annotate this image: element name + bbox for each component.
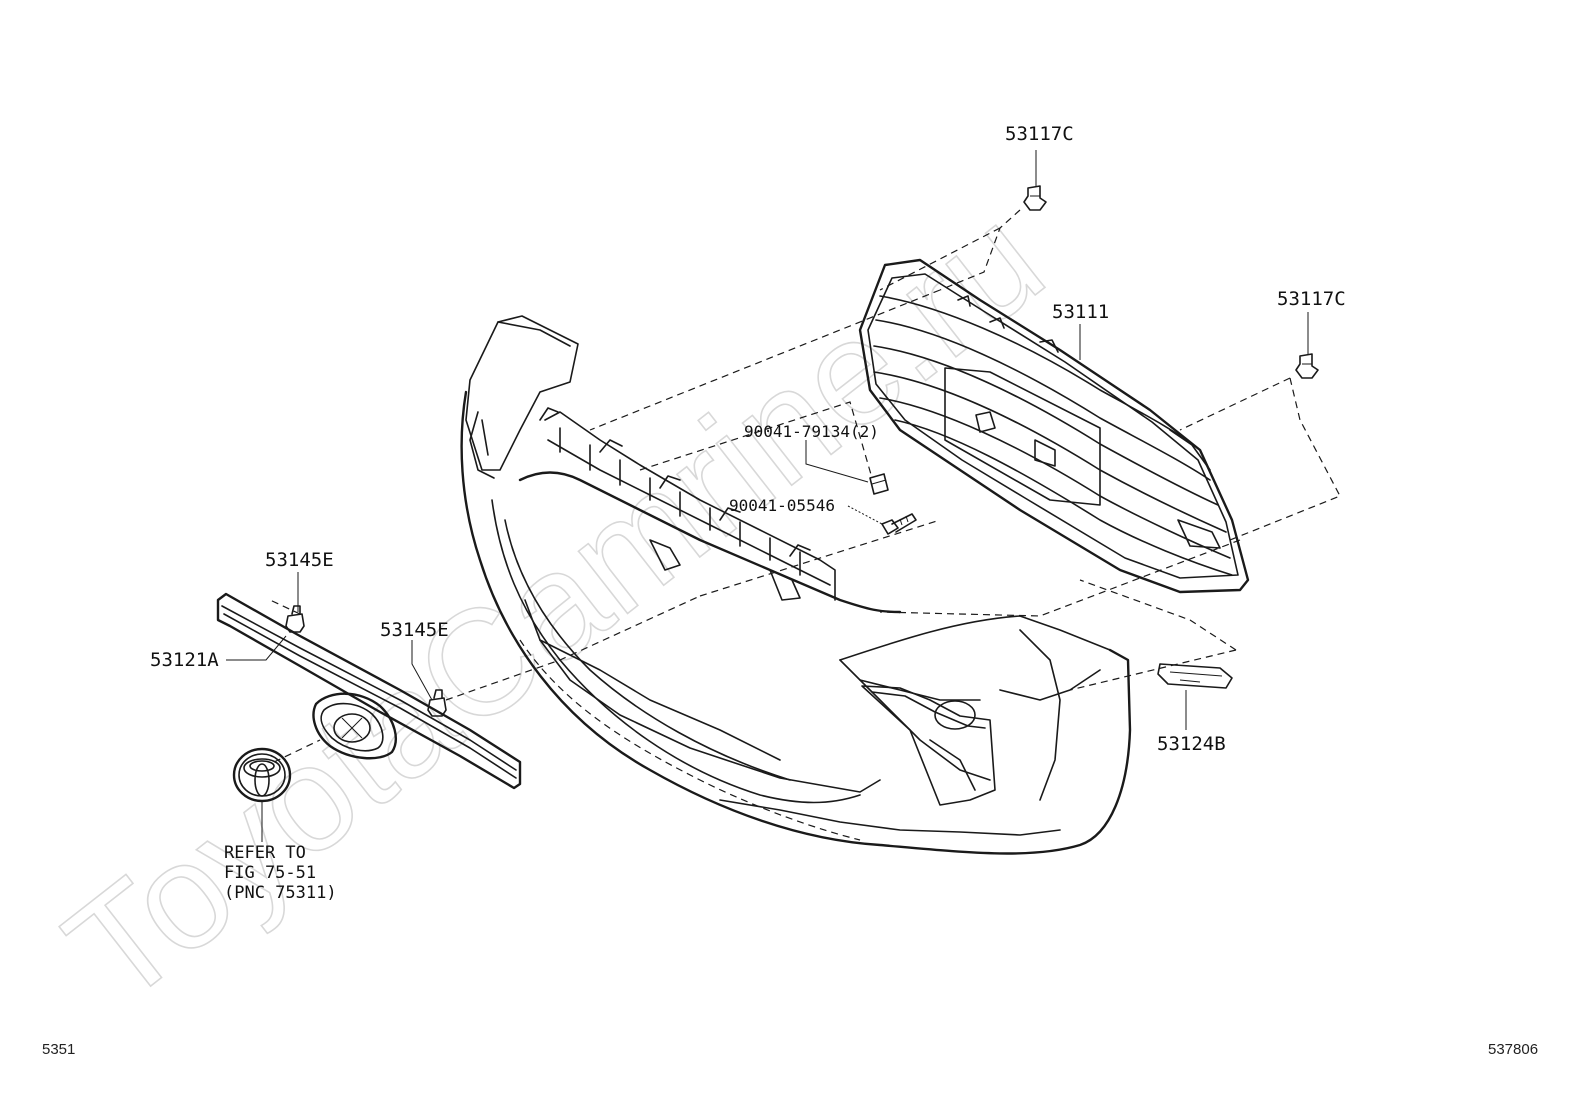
note-line-3: (PNC 75311) [224, 883, 337, 903]
clip-53145e-mid [427, 689, 447, 717]
label-53145e-mid: 53145E [380, 619, 449, 641]
watermark: ToyotaCamrine.ru [36, 174, 1072, 1035]
screw-90041-05546 [881, 513, 917, 535]
label-53124b: 53124B [1157, 733, 1226, 755]
label-53117c-right: 53117C [1277, 288, 1346, 310]
label-53117c-top: 53117C [1005, 123, 1074, 145]
label-90041-79134: 90041-79134(2) [744, 422, 879, 441]
clip-53117c-right [1295, 353, 1319, 379]
cover-53124b [1157, 663, 1233, 689]
note-line-1: REFER TO [224, 843, 306, 863]
radiator-grille [858, 258, 1250, 594]
note-line-2: FIG 75-51 [224, 863, 316, 883]
label-90041-05546: 90041-05546 [729, 496, 835, 515]
label-53145e-left: 53145E [265, 549, 334, 571]
footer-left-code: 5351 [42, 1041, 75, 1058]
leader-lines [226, 150, 1309, 842]
nut-90041-79134 [869, 473, 889, 495]
bumper-cover [460, 315, 1132, 855]
grille-molding [216, 592, 522, 790]
label-53111: 53111 [1052, 301, 1109, 323]
toyota-emblem [232, 747, 292, 803]
assembly-lines [269, 209, 1341, 763]
clip-53145e-left [285, 605, 305, 633]
clip-53117c-top [1023, 185, 1047, 211]
label-53121a: 53121A [150, 649, 219, 671]
footer-right-code: 537806 [1488, 1041, 1538, 1058]
